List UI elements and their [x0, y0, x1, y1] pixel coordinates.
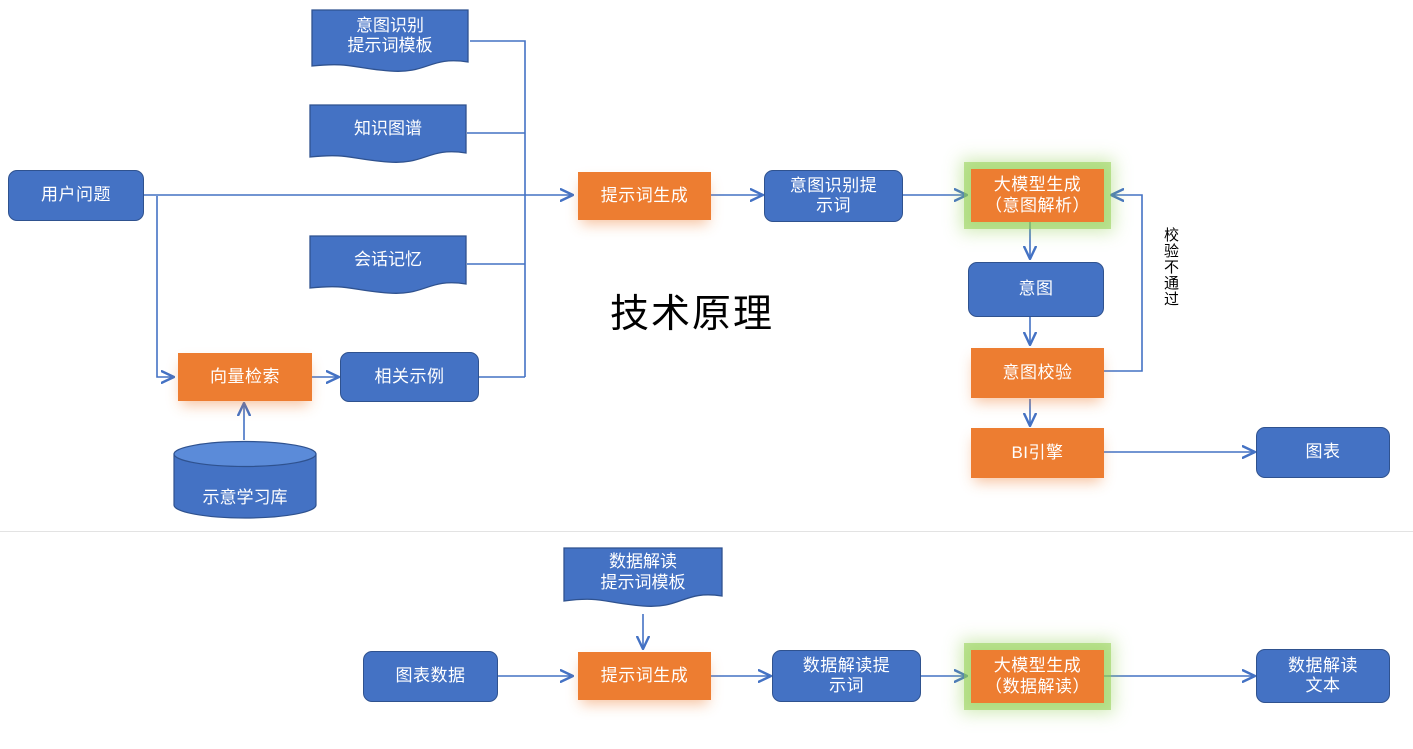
- node-data-interpretation-prompt[interactable]: 数据解读提 示词: [772, 650, 921, 702]
- node-label: 会话记忆: [354, 249, 422, 269]
- node-label: 知识图谱: [354, 118, 422, 138]
- node-label: 数据解读 提示词模板: [600, 552, 686, 592]
- node-label: 意图识别 提示词模板: [347, 15, 433, 55]
- node-related-examples[interactable]: 相关示例: [340, 352, 479, 402]
- node-prompt-generation-bottom[interactable]: 提示词生成: [578, 652, 711, 700]
- node-label: 示意学习库: [202, 488, 288, 507]
- node-user-question[interactable]: 用户问题: [8, 170, 144, 221]
- node-session-memory[interactable]: 会话记忆: [308, 234, 468, 301]
- node-data-interpretation-text[interactable]: 数据解读 文本: [1256, 649, 1390, 703]
- node-intent-validation[interactable]: 意图校验: [971, 348, 1104, 398]
- node-llm-data-interpret[interactable]: 大模型生成 （数据解读）: [971, 650, 1104, 703]
- node-chart-data[interactable]: 图表数据: [363, 651, 498, 702]
- page-title: 技术原理: [610, 293, 775, 336]
- node-intent-recognition-prompt[interactable]: 意图识别提 示词: [764, 170, 903, 222]
- section-divider: [0, 531, 1413, 532]
- validation-failed-label: 校验不通过: [1162, 227, 1179, 307]
- node-data-prompt-template[interactable]: 数据解读 提示词模板: [562, 546, 724, 614]
- node-chart[interactable]: 图表: [1256, 427, 1390, 478]
- node-intent-prompt-template[interactable]: 意图识别 提示词模板: [310, 8, 470, 78]
- node-vector-search[interactable]: 向量检索: [178, 353, 312, 401]
- node-bi-engine[interactable]: BI引擎: [971, 428, 1104, 478]
- node-sample-learning-db[interactable]: 示意学习库: [172, 440, 318, 519]
- node-intent[interactable]: 意图: [968, 262, 1104, 317]
- node-knowledge-graph[interactable]: 知识图谱: [308, 103, 468, 170]
- node-llm-intent-parse[interactable]: 大模型生成 （意图解析）: [971, 169, 1104, 222]
- node-prompt-generation-top[interactable]: 提示词生成: [578, 172, 711, 220]
